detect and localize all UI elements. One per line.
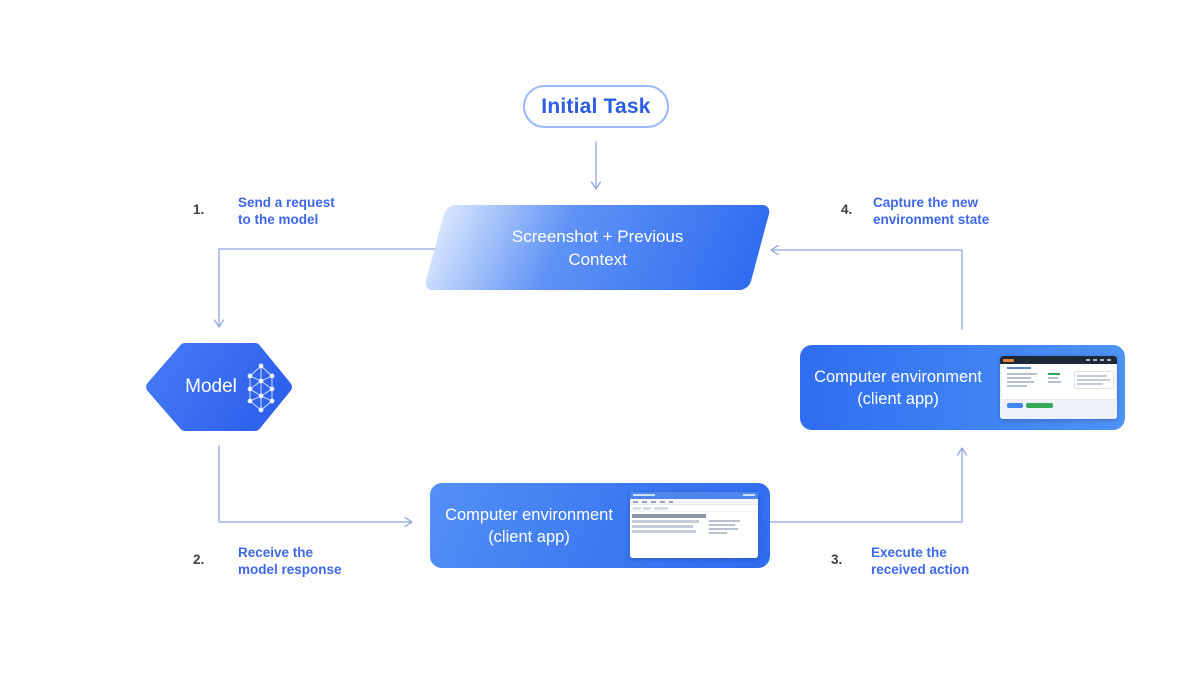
connector-context-to-model — [213, 248, 438, 328]
connector-model-to-env — [218, 445, 413, 528]
hexagon-shape — [146, 343, 292, 431]
webapp-form-card — [1002, 364, 1115, 408]
webapp-green-button — [1026, 403, 1053, 408]
webapp-logo — [1003, 358, 1014, 362]
connector-task-to-context — [590, 141, 602, 190]
webapp-nav-links — [1086, 359, 1114, 361]
webapp-blue-button — [1007, 403, 1023, 408]
webapp-page-body — [1000, 364, 1117, 419]
window-toolbar — [630, 505, 758, 512]
webapp-note-box — [1074, 371, 1114, 389]
screenshot-context-label: Screenshot + Previous Context — [511, 226, 684, 269]
step-2-label: Receive the model response — [238, 545, 342, 577]
computer-environment-bottom-label: Computer environment (client app) — [445, 505, 613, 546]
window-file-list — [630, 512, 758, 558]
initial-task-node: Initial Task — [523, 85, 669, 128]
step-1-label: Send a request to the model — [238, 195, 335, 227]
step-3-number: 3. — [831, 552, 843, 567]
step-4-number: 4. — [841, 202, 853, 217]
step-4-label: Capture the new environment state — [873, 195, 990, 227]
computer-environment-right-label: Computer environment (client app) — [814, 367, 982, 408]
web-form-window-screenshot — [1000, 356, 1117, 419]
neural-network-icon — [247, 363, 275, 413]
computer-environment-right-node: Computer environment (client app) — [800, 345, 1125, 430]
step-1-number: 1. — [193, 202, 205, 217]
step-3-label: Execute the received action — [871, 545, 970, 577]
file-manager-window-screenshot — [630, 492, 758, 558]
initial-task-label: Initial Task — [541, 94, 651, 118]
model-label: Model — [185, 376, 237, 397]
step-2-number: 2. — [193, 552, 205, 567]
model-node: Model — [144, 341, 294, 433]
connector-env-to-env — [767, 447, 968, 523]
window-menubar — [630, 499, 758, 505]
computer-environment-bottom-node: Computer environment (client app) — [430, 483, 770, 568]
webapp-header-bar — [1000, 356, 1117, 364]
screenshot-context-node: Screenshot + Previous Context — [423, 205, 772, 290]
connector-env-to-context — [770, 244, 963, 330]
window-titlebar — [630, 492, 758, 499]
